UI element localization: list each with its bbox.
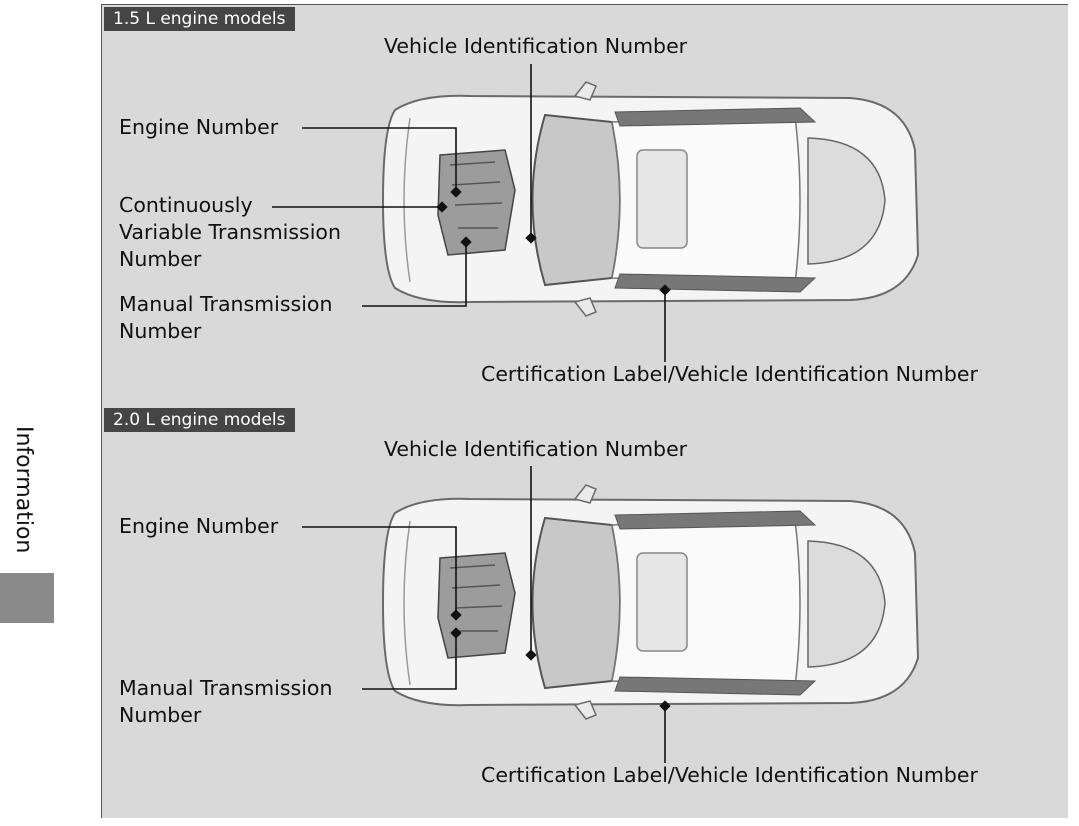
- marker-manual-2: [450, 627, 462, 639]
- marker-engine-2: [450, 609, 462, 621]
- label-certification-1: Certification Label/Vehicle Identificati…: [481, 362, 978, 386]
- label-cvt-number-1: Continuously Variable Transmission Numbe…: [119, 193, 341, 271]
- leader-manual-1: [362, 242, 467, 307]
- label-engine-number-1: Engine Number: [119, 115, 279, 139]
- marker-cert-2: [659, 700, 671, 712]
- label-engine-number-2: Engine Number: [119, 514, 279, 538]
- marker-cvt-1: [436, 201, 448, 213]
- marker-cert-1: [659, 284, 671, 296]
- label-vin-2: Vehicle Identification Number: [384, 437, 688, 461]
- leader-engine-2: [302, 526, 457, 615]
- label-certification-2: Certification Label/Vehicle Identificati…: [481, 763, 978, 787]
- marker-engine-1: [450, 186, 462, 198]
- car-top-view-2: [382, 484, 919, 720]
- label-manual-transmission-2: Manual Transmission Number: [119, 676, 333, 727]
- car-top-view-1: [382, 81, 919, 317]
- side-tab-marker: [0, 573, 54, 623]
- section-tag-2-0l: 2.0 L engine models: [104, 408, 295, 432]
- section-tag-1-5l: 1.5 L engine models: [104, 7, 295, 31]
- label-manual-transmission-1: Manual Transmission Number: [119, 292, 333, 343]
- label-vin-1: Vehicle Identification Number: [384, 34, 688, 58]
- marker-vin-2: [525, 649, 537, 661]
- leader-engine-1: [302, 127, 457, 192]
- leader-manual-2: [362, 633, 457, 690]
- marker-vin-1: [525, 232, 537, 244]
- marker-manual-1: [460, 236, 472, 248]
